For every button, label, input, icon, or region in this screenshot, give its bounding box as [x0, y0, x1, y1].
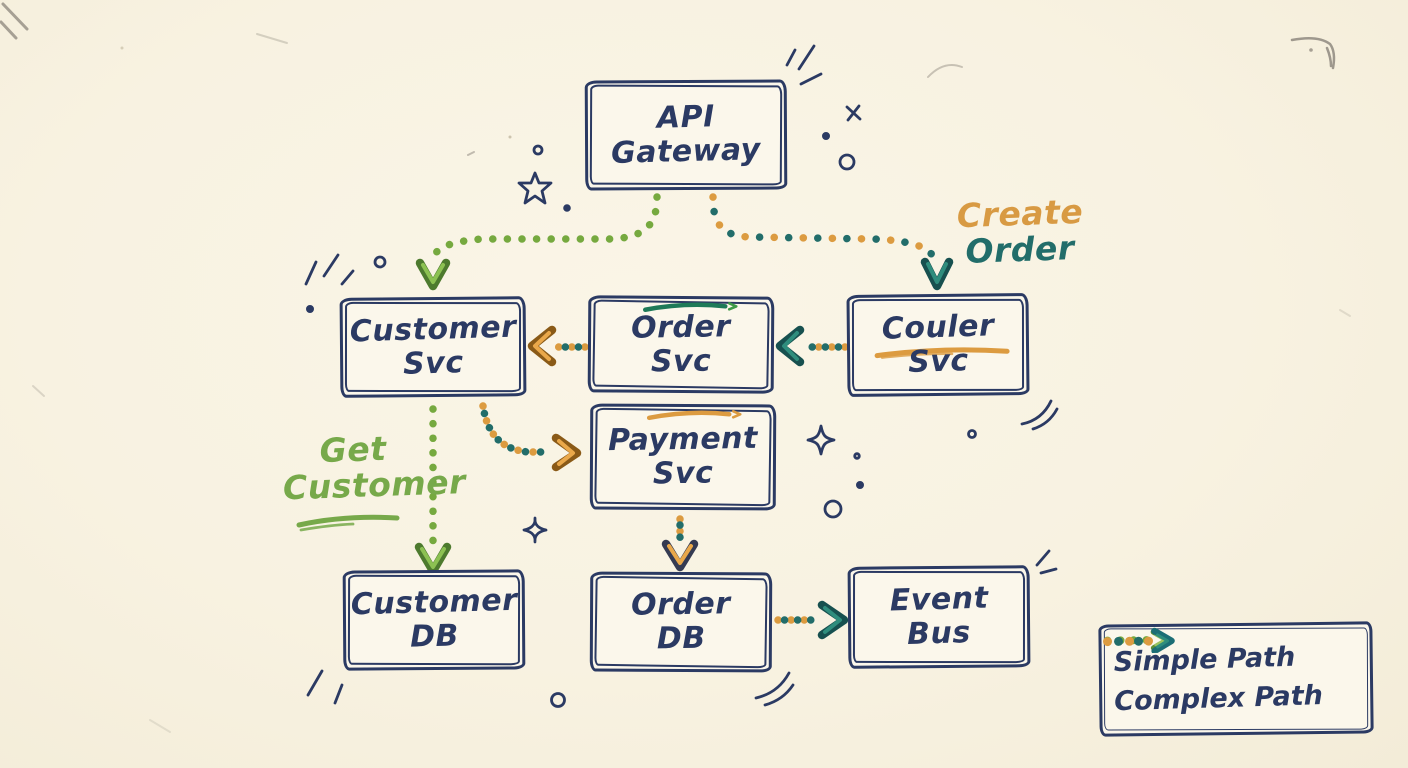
get-customer-underline-swoosh: [296, 514, 400, 532]
node-customer-svc-label-line2: Svc: [402, 345, 464, 382]
cross-mark: [845, 104, 862, 122]
four-point-sparkle-icon: [806, 424, 836, 456]
node-couler-svc-label-line2: Svc: [907, 343, 969, 380]
edge-order-svc-to-customer-svc: [527, 325, 589, 367]
edge-couler-svc-to-order-svc: [775, 325, 849, 367]
small-circle: [532, 144, 544, 156]
small-circle: [838, 153, 856, 171]
payment-svc-underline-swoosh: [646, 409, 742, 421]
node-api-gateway: API Gateway: [584, 79, 788, 191]
node-order-svc-label-line1: Order: [631, 309, 732, 346]
node-couler-svc: Couler Svc: [846, 293, 1030, 397]
node-couler-svc-label-line1: Couler: [881, 308, 995, 348]
edge-gateway-to-customer-svc: [415, 193, 661, 291]
legend: Simple Path Complex Path: [1098, 621, 1374, 737]
edge-customer-svc-to-payment-svc: [479, 402, 582, 472]
node-order-svc: Order Svc: [587, 295, 775, 394]
edge-order-db-to-event-bus: [774, 600, 849, 640]
node-order-db-label-line1: Order: [631, 586, 732, 624]
sparkle-rays-event-bus: [1035, 549, 1058, 575]
small-dot: [856, 480, 865, 489]
edge-payment-svc-to-order-db: [661, 515, 699, 572]
node-payment-svc: Payment Svc: [589, 403, 777, 511]
small-circle: [823, 499, 843, 519]
node-payment-svc-label-line1: Payment: [607, 421, 759, 459]
annotation-create-order-line2: Order: [964, 228, 1076, 272]
node-order-svc-label-line2: Svc: [650, 343, 712, 379]
order-svc-underline-swoosh: [642, 302, 738, 312]
double-swoosh-bottom: [754, 671, 795, 707]
node-customer-db-label-line1: Customer: [350, 583, 518, 623]
legend-complex-label: Complex Path: [1113, 680, 1324, 718]
node-event-bus-label-line2: Bus: [906, 615, 972, 652]
small-circle: [373, 255, 387, 269]
small-circle: [967, 429, 977, 439]
small-circle: [853, 452, 861, 460]
sparkle-rays-customer-svc: [304, 253, 355, 286]
annotation-create-order: Create Order: [955, 192, 1085, 272]
couler-svc-underline-swoosh: [874, 347, 1010, 359]
complex-path-arrow-icon: [1103, 627, 1175, 654]
node-order-db: Order DB: [589, 571, 773, 673]
node-customer-svc-label-line1: Customer: [349, 309, 517, 350]
node-order-db-label-line2: DB: [656, 620, 706, 657]
edge-gateway-to-couler-svc: [709, 193, 954, 291]
node-customer-svc: Customer Svc: [339, 296, 527, 398]
double-swoosh-right: [1020, 399, 1059, 431]
node-event-bus-label-line1: Event: [889, 580, 989, 619]
annotation-get-customer: Get Customer: [282, 429, 467, 532]
node-api-gateway-label-line2: Gateway: [610, 132, 762, 171]
star-icon: [517, 171, 553, 205]
four-point-sparkle-icon: [522, 516, 548, 544]
node-api-gateway-label-line1: API: [656, 99, 716, 137]
small-circle: [550, 692, 566, 708]
node-customer-db-label-line2: DB: [409, 618, 459, 655]
small-dot: [305, 304, 314, 313]
legend-row-complex: Complex Path: [1103, 627, 1360, 718]
annotation-get-customer-line2: Customer: [282, 462, 467, 508]
node-customer-db: Customer DB: [342, 569, 526, 671]
sparkle-rays-api-gateway: [785, 44, 823, 86]
bottom-slashes: [306, 669, 344, 705]
small-dot: [822, 131, 831, 140]
small-dot: [563, 204, 571, 212]
node-payment-svc-label-line2: Svc: [652, 455, 714, 492]
node-event-bus: Event Bus: [847, 565, 1031, 669]
